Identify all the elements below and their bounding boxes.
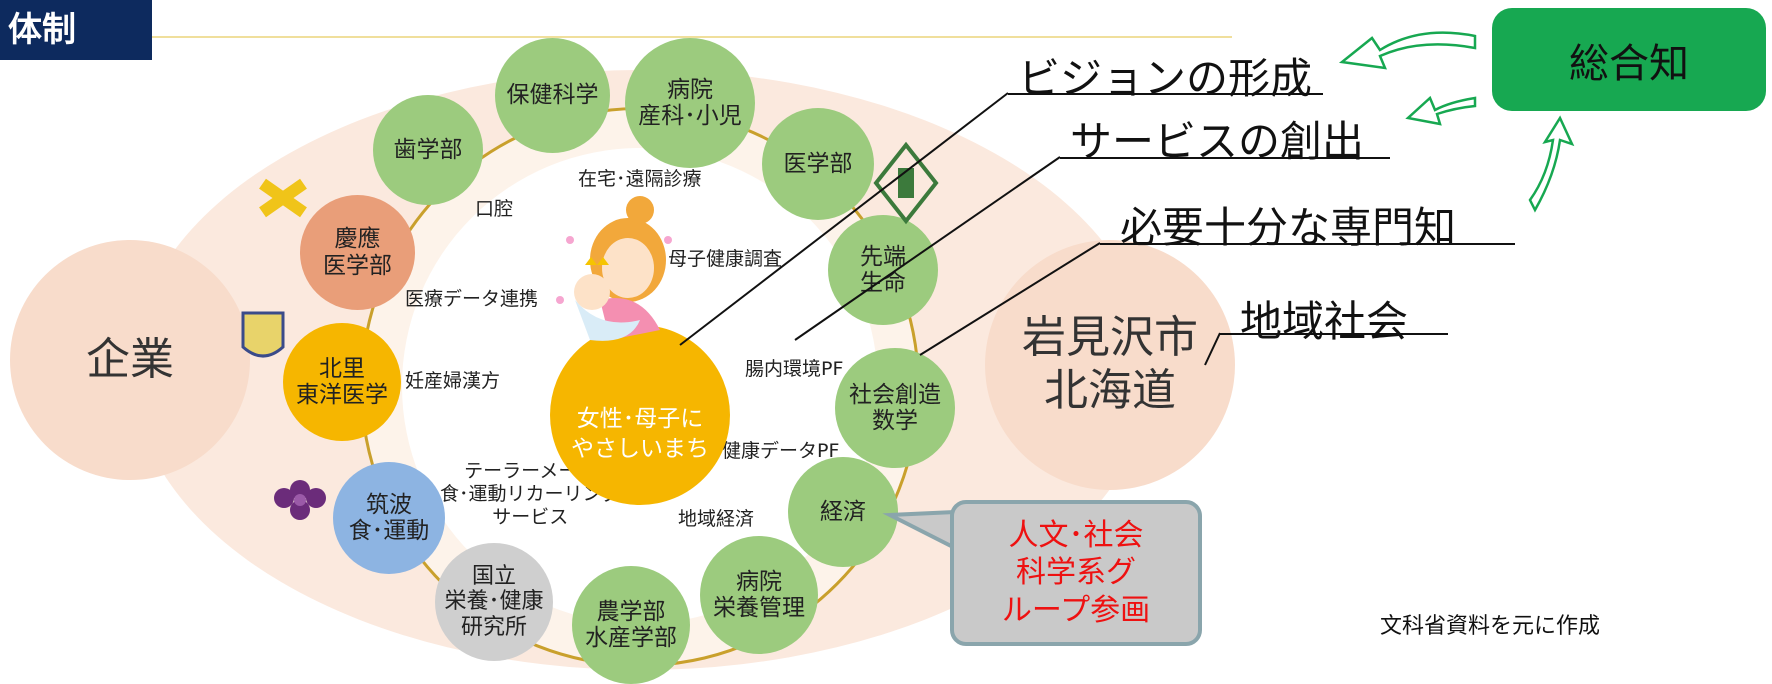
heading-vision: ビジョンの形成 bbox=[1018, 54, 1313, 103]
label-zaitaku: 在宅･遠隔診療 bbox=[578, 168, 702, 190]
label-ninsanpu: 妊産婦漢方 bbox=[405, 370, 501, 392]
arrow-to-vision-icon bbox=[1338, 31, 1477, 70]
node-shigaku: 歯学部 bbox=[373, 95, 483, 205]
node-byoin-sanka: 病院 産科･小児 bbox=[625, 38, 755, 168]
arrow-up-icon bbox=[1528, 115, 1575, 213]
node-nogaku: 農学部 水産学部 bbox=[572, 566, 690, 684]
label-boshi: 母子健康調査 bbox=[668, 248, 783, 270]
node-sentan: 先端 生命 bbox=[828, 215, 938, 325]
node-kokuritsu: 国立 栄養･健康 研究所 bbox=[435, 543, 553, 661]
label-tailor: テーラーメード 食･運動リカーリング サービス bbox=[440, 460, 621, 528]
source-note: 文科省資料を元に作成 bbox=[1380, 614, 1601, 639]
region-circle: 岩見沢市 北海道 bbox=[985, 240, 1235, 490]
center-node: 女性･母子に やさしいまち bbox=[550, 325, 730, 505]
header-rule bbox=[152, 36, 1232, 38]
node-igaku: 医学部 bbox=[762, 108, 874, 220]
underline-chiiki bbox=[1220, 333, 1448, 335]
underline-senmon bbox=[1100, 243, 1515, 245]
arrow-to-service-icon bbox=[1405, 95, 1477, 126]
node-tsukuba: 筑波 食･運動 bbox=[333, 462, 445, 574]
node-byoin-eiyo: 病院 栄養管理 bbox=[700, 536, 818, 654]
heading-chiiki: 地域社会 bbox=[1240, 297, 1409, 346]
sogo-box: 総合知 bbox=[1492, 8, 1766, 111]
node-shakai-sosei: 社会創造 数学 bbox=[835, 348, 955, 468]
heading-senmon: 必要十分な専門知 bbox=[1120, 203, 1457, 252]
callout-humanities: 人文･社会 科学系グ ループ参画 bbox=[950, 500, 1202, 646]
label-kenko-data: 健康データPF bbox=[722, 440, 840, 462]
label-iryo-data: 医療データ連携 bbox=[405, 288, 539, 310]
label-chiiki-keizai: 地域経済 bbox=[678, 508, 755, 530]
node-keio: 慶應 医学部 bbox=[300, 195, 415, 310]
underline-vision bbox=[1008, 93, 1323, 95]
section-title: 体制 bbox=[0, 0, 152, 60]
underline-service bbox=[1060, 157, 1390, 159]
node-hoken: 保健科学 bbox=[495, 38, 610, 153]
node-kitasato: 北里 東洋医学 bbox=[283, 323, 401, 441]
node-keizai: 経済 bbox=[788, 457, 898, 567]
company-circle: 企業 bbox=[10, 240, 250, 480]
label-chonai: 腸内環境PF bbox=[745, 358, 844, 380]
heading-service: サービスの創出 bbox=[1070, 117, 1365, 166]
label-koukou: 口腔 bbox=[475, 198, 514, 220]
